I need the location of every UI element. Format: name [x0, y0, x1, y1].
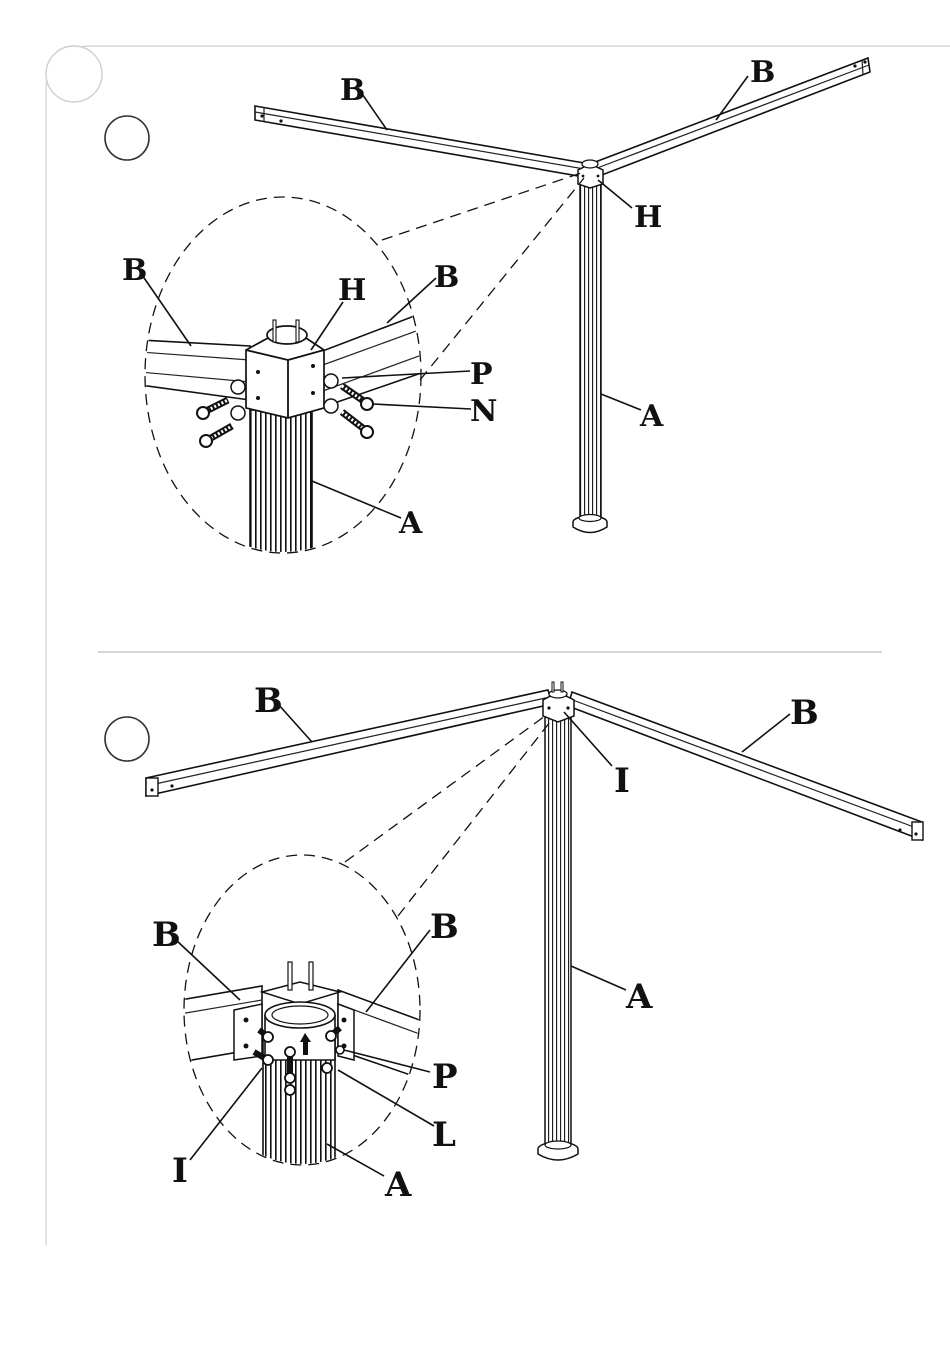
step2-label-beam-right: B: [790, 693, 819, 733]
step1-beam-right: [590, 58, 870, 178]
step1-label-hub: H: [634, 200, 662, 235]
step2-label-washer: P: [432, 1057, 458, 1097]
step1-label-beam-right: B: [750, 55, 775, 90]
step2-post: [538, 714, 578, 1160]
step2-detail-view: [180, 962, 425, 1170]
step1-label-detail-hub: H: [338, 273, 366, 308]
page-frame: [46, 46, 950, 1245]
step1-bolt-right-lower: [342, 412, 373, 438]
step1-label-detail-beam-left: B: [122, 253, 147, 288]
step-1-diagram: B B H A B B H P N A: [105, 55, 870, 570]
step2-label-hub: I: [614, 761, 630, 801]
step2-label-detail-bolt: I: [172, 1151, 188, 1191]
step1-label-detail-beam-right: B: [434, 260, 459, 295]
step-1-number-circle: [105, 116, 149, 160]
step-2-diagram: B B I A B B P L I A: [105, 681, 923, 1205]
step2-label-nut: L: [432, 1115, 456, 1155]
step1-bolt-left-upper: [197, 400, 228, 419]
step1-label-bolt: N: [470, 394, 497, 429]
step2-beam-left: [146, 690, 552, 796]
step1-post: [573, 182, 607, 533]
step2-label-post: A: [625, 977, 653, 1017]
step-2-number-circle: [105, 717, 149, 761]
step2-label-beam-left: B: [254, 681, 283, 721]
step2-label-detail-beam-left: B: [152, 915, 181, 955]
step1-label-beam-left: B: [340, 73, 365, 108]
step1-label-washer: P: [470, 357, 493, 392]
step1-label-detail-post: A: [398, 506, 423, 541]
step2-label-detail-post: A: [384, 1165, 412, 1205]
step2-hub: [543, 682, 574, 722]
step2-label-detail-beam-right: B: [430, 907, 459, 947]
step1-beam-left: [255, 106, 590, 178]
step1-label-post: A: [639, 399, 664, 434]
step1-bolt-left-lower: [200, 426, 232, 447]
step1-detail-view: [140, 310, 430, 570]
